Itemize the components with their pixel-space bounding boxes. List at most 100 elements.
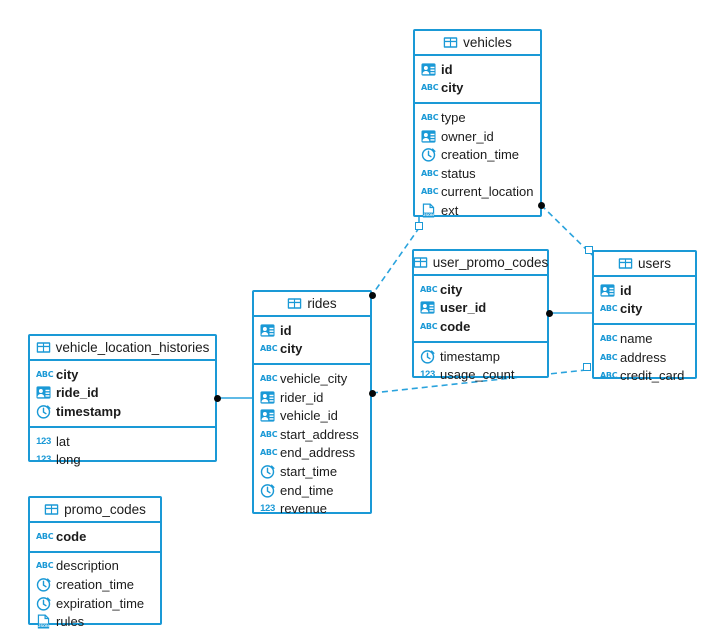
field-row-promo_codes-expiration_time[interactable]: expiration_time: [30, 594, 160, 613]
field-row-rides-id[interactable]: id: [254, 321, 370, 340]
id-card-icon: [420, 300, 435, 315]
clock-icon: [36, 404, 51, 419]
field-row-rides-vehicle_id[interactable]: vehicle_id: [254, 406, 370, 425]
field-row-rides-end_time[interactable]: end_time: [254, 481, 370, 500]
abc-text-icon: ABC: [421, 112, 439, 122]
edge-endpoint-dot-rides-to-vehicle_location_histories[interactable]: [214, 395, 221, 402]
table-header-promo_codes[interactable]: promo_codes: [30, 498, 160, 523]
edge-endpoint-dot-vehicles-to-users[interactable]: [538, 202, 545, 209]
field-row-rides-start_time[interactable]: start_time: [254, 462, 370, 481]
id-card-icon: [260, 323, 275, 338]
table-header-vehicle_location_histories[interactable]: vehicle_location_histories: [30, 336, 215, 361]
field-name-label: type: [441, 109, 466, 125]
field-row-promo_codes-creation_time[interactable]: creation_time: [30, 575, 160, 594]
field-row-users-id[interactable]: id: [594, 281, 695, 300]
field-name-label: timestamp: [440, 348, 500, 364]
table-header-users[interactable]: users: [594, 252, 695, 277]
123-number-icon: 123: [420, 369, 435, 381]
table-icon: [44, 502, 59, 517]
field-row-user_promo_codes-timestamp[interactable]: timestamp: [414, 347, 547, 366]
field-row-rides-rider_id[interactable]: rider_id: [254, 388, 370, 407]
table-icon: [36, 340, 51, 355]
field-name-label: end_address: [280, 445, 356, 461]
table-header-user_promo_codes[interactable]: user_promo_codes: [413, 251, 548, 276]
field-row-vehicle_location_histories-long[interactable]: 123 long: [30, 450, 215, 469]
abc-text-icon: ABC: [600, 371, 618, 381]
field-name-label: rules: [56, 614, 85, 630]
abc-text-icon: ABC: [421, 187, 439, 197]
field-name-label: long: [56, 452, 81, 468]
field-name-label: creation_time: [56, 576, 135, 592]
field-name-label: address: [620, 349, 667, 365]
field-row-vehicles-id[interactable]: id: [415, 60, 540, 79]
field-row-user_promo_codes-user_id[interactable]: user_id: [414, 299, 547, 318]
field-row-vehicles-creation_time[interactable]: creation_time: [415, 145, 540, 164]
field-name-label: credit_card: [620, 368, 685, 384]
abc-text-icon: ABC: [260, 448, 278, 458]
field-name-label: ext: [441, 202, 459, 218]
field-name-label: code: [56, 528, 87, 544]
field-row-vehicles-ext[interactable]: JSON ext: [415, 201, 540, 220]
edge-endpoint-square-vehicles-to-users[interactable]: [585, 246, 593, 254]
field-name-label: expiration_time: [56, 595, 145, 611]
table-header-rides[interactable]: rides: [254, 292, 370, 317]
field-name-label: description: [56, 558, 119, 574]
edge-endpoint-dot-vehicles-to-user_promo_codes[interactable]: [369, 292, 376, 299]
field-name-label: id: [620, 282, 632, 298]
table-name-label: promo_codes: [64, 501, 146, 517]
edge-endpoint-dot-rides-to-users[interactable]: [369, 390, 376, 397]
table-header-vehicles[interactable]: vehicles: [415, 31, 540, 56]
edge-endpoint-dot-user_promo_codes-to-users[interactable]: [546, 310, 553, 317]
clock-icon: [260, 483, 275, 498]
field-row-vehicle_location_histories-timestamp[interactable]: timestamp: [30, 402, 215, 421]
123-number-icon: 123: [36, 454, 51, 466]
field-name-label: start_time: [280, 463, 338, 479]
123-number-icon: 123: [260, 503, 275, 515]
edge-endpoint-square-rides-to-users[interactable]: [583, 363, 591, 371]
field-name-label: id: [441, 61, 453, 77]
field-name-label: timestamp: [56, 403, 122, 419]
field-row-vehicle_location_histories-ride_id[interactable]: ride_id: [30, 384, 215, 403]
field-name-label: status: [441, 165, 476, 181]
json-document-icon: JSON: [421, 203, 436, 218]
edge-endpoint-square-vehicles-to-user_promo_codes[interactable]: [415, 222, 423, 230]
field-name-label: city: [280, 341, 303, 357]
abc-text-icon: ABC: [600, 333, 618, 343]
clock-icon: [36, 577, 51, 592]
field-row-vehicles-owner_id[interactable]: owner_id: [415, 127, 540, 146]
abc-text-icon: ABC: [260, 344, 278, 354]
field-name-label: current_location: [441, 184, 534, 200]
